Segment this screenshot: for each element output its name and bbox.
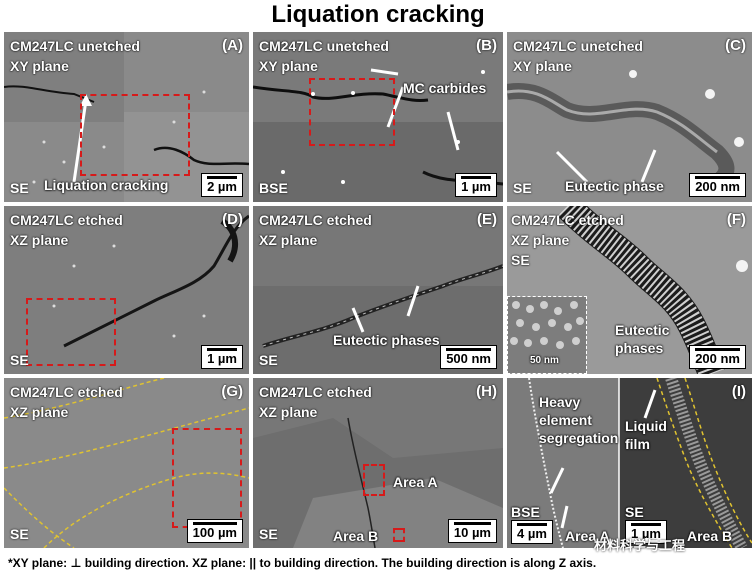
panel-i-micrograph [507,378,752,548]
panel-h-scalebar: 10 µm [447,519,497,543]
panel-i-area-a-label: Area A [565,528,610,544]
panel-f-scalebar: 200 nm [689,345,746,369]
panel-d-material: CM247LC etched [10,212,123,228]
panel-d-scalebar: 1 µm [201,345,243,369]
panel-c-mode: SE [513,180,532,196]
panel-d-highlight-box [26,298,116,366]
panel-c-material: CM247LC unetched [513,38,643,54]
panel-g-plane: XZ plane [10,404,69,420]
panel-f-label: (F) [726,211,746,228]
panel-c-plane: XY plane [513,58,572,74]
panel-f-inset: 50 nm [507,296,587,374]
panel-g-material: CM247LC etched [10,384,123,400]
panel-i-liquid-film-line1: Liquid [625,418,667,434]
panel-e-label: (E) [477,211,497,228]
panel-i-segregation-line2: element [539,412,592,428]
panel-d-mode: SE [10,352,29,368]
panel-f-inset-scale: 50 nm [530,355,559,366]
panel-i-segregation-line1: Heavy [539,394,581,410]
panel-e-scalebar: 500 nm [440,345,497,369]
panel-e-material: CM247LC etched [259,212,372,228]
panel-g-highlight-box [172,428,242,528]
panel-a-micrograph [4,32,249,202]
panel-b-material: CM247LC unetched [259,38,389,54]
panel-h-micrograph [253,378,503,548]
panel-f: 50 nm CM247LC etched XZ plane SE (F) Eut… [507,206,752,374]
panel-h-plane: XZ plane [259,404,318,420]
panel-e-mode: SE [259,352,278,368]
panel-d-plane: XZ plane [10,232,69,248]
watermark-text: 材料科学与工程 [594,538,686,553]
panel-h-area-a-label: Area A [393,474,438,490]
panel-d-label: (D) [222,211,243,228]
panel-f-material: CM247LC etched [511,212,624,228]
panel-b: CM247LC unetched XY plane (B) MC carbide… [253,32,503,202]
panel-i: (I) Heavy element segregation Liquid fil… [507,378,752,548]
panel-c-annotation: Eutectic phase [565,178,664,194]
panel-f-inset-image [508,297,586,373]
panel-f-annotation-line2: phases [615,340,664,356]
panel-b-annotation: MC carbides [403,80,487,96]
panel-h-area-b-label: Area B [333,528,379,544]
panel-e-plane: XZ plane [259,232,318,248]
panel-a-highlight-box [80,94,190,176]
panel-b-highlight-box [309,78,395,146]
panel-h-area-a-box [363,464,385,496]
panel-h: CM247LC etched XZ plane (H) Area A Area … [253,378,503,548]
panel-a-material: CM247LC unetched [10,38,140,54]
panel-c: CM247LC unetched XY plane (C) Eutectic p… [507,32,752,202]
panel-grid: CM247LC unetched XY plane (A) Liquation … [0,32,756,548]
figure-footnote: *XY plane: ⊥ building direction. XZ plan… [8,556,597,570]
panel-f-annotation-line1: Eutectic [615,322,670,338]
panel-i-label: (I) [731,383,746,400]
panel-h-label: (H) [476,383,497,400]
panel-c-scalebar: 200 nm [689,173,746,197]
panel-i-liquid-film-line2: film [625,436,650,452]
panel-g-label: (G) [221,383,243,400]
panel-g-mode: SE [10,526,29,542]
panel-b-label: (B) [476,37,497,54]
panel-c-label: (C) [725,37,746,54]
panel-a-scalebar: 2 µm [201,173,243,197]
panel-e: CM247LC etched XZ plane (E) Eutectic pha… [253,206,503,374]
panel-a-annotation: Liquation cracking [44,177,169,193]
panel-i-scalebar-left: 4 µm [511,520,553,544]
panel-b-scalebar: 1 µm [455,173,497,197]
panel-h-area-b-box [393,528,405,542]
panel-a: CM247LC unetched XY plane (A) Liquation … [4,32,249,202]
panel-i-area-b-label: Area B [687,528,733,544]
panel-f-mode: SE [511,252,530,268]
panel-i-scalebar-right: 1 µm [625,520,667,544]
panel-i-segregation-line3: segregation [539,430,619,446]
panel-b-mode: BSE [259,180,288,196]
panel-a-mode: SE [10,180,29,196]
panel-g-scalebar: 100 µm [186,519,243,543]
panel-a-plane: XY plane [10,58,69,74]
panel-a-label: (A) [222,37,243,54]
panel-e-annotation: Eutectic phases [333,332,440,348]
panel-i-mode-left: BSE [511,504,540,520]
panel-g: CM247LC etched XZ plane (G) SE 100 µm [4,378,249,548]
panel-d: CM247LC etched XZ plane (D) SE 1 µm [4,206,249,374]
panel-h-material: CM247LC etched [259,384,372,400]
panel-b-plane: XY plane [259,58,318,74]
figure-title: Liquation cracking [271,1,485,28]
panel-i-mode-right: SE [625,504,644,520]
panel-f-plane: XZ plane [511,232,570,248]
panel-h-mode: SE [259,526,278,542]
